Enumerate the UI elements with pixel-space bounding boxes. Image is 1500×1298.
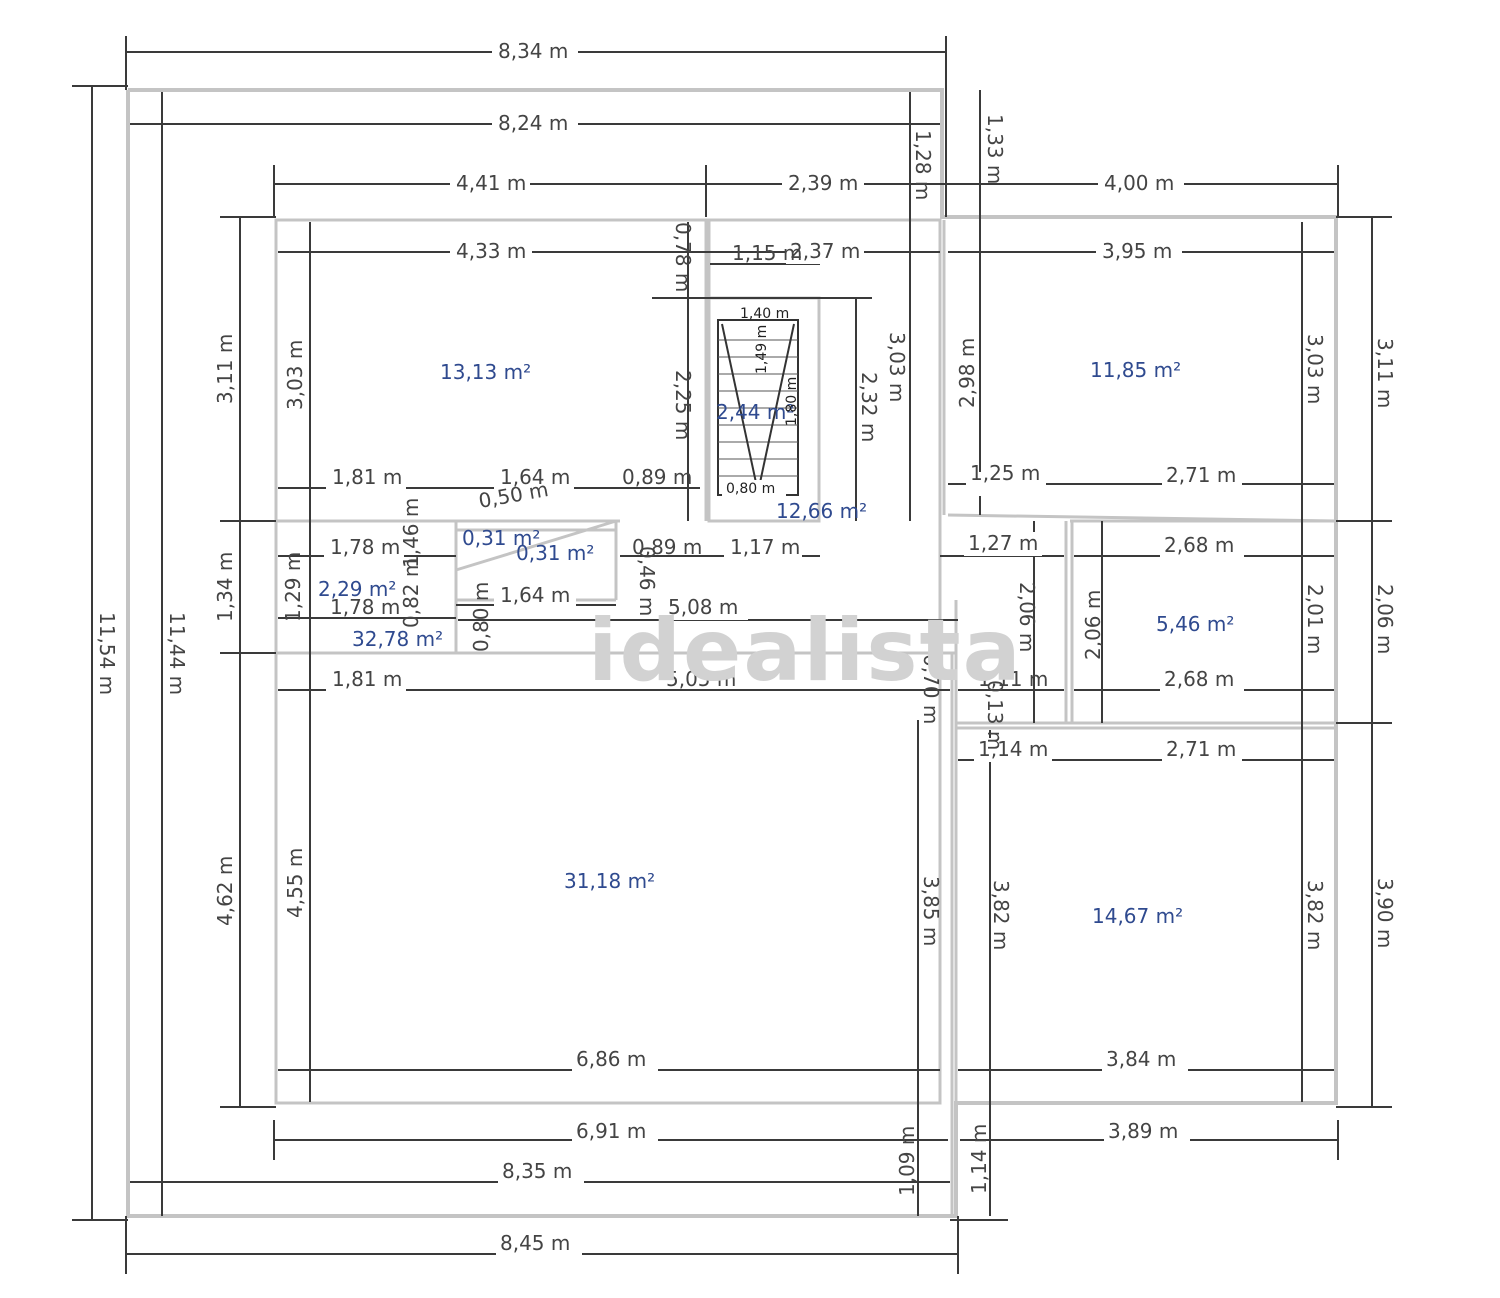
dim-label: 1,46 m — [399, 498, 423, 568]
area-room-mid-right: 5,46 m² — [1156, 612, 1234, 636]
dim-label: 0,80 m — [469, 582, 493, 652]
dim-label: 4,00 m — [1104, 171, 1174, 195]
dim-label: 11,54 m — [95, 612, 119, 695]
dim-label: 8,34 m — [498, 39, 568, 63]
area-small-b: 0,31 m² — [516, 541, 594, 565]
area-small-a: 0,31 m² — [462, 526, 540, 550]
dim-label: 3,85 m — [919, 876, 943, 946]
dim-label: 4,33 m — [456, 239, 526, 263]
dim-label: 3,84 m — [1106, 1047, 1176, 1071]
dim-label: 3,82 m — [1303, 880, 1327, 950]
dim-label: 1,78 m — [330, 535, 400, 559]
dim-label: 1,28 m — [911, 130, 935, 200]
dim-label: 0,82 m — [399, 558, 423, 628]
dim-label: 0,46 m — [635, 546, 659, 616]
area-room-top-right: 11,85 m² — [1090, 358, 1181, 382]
dim-label: 1,11 m — [978, 667, 1048, 691]
dim-label: 1,81 m — [332, 465, 402, 489]
walls — [126, 88, 1338, 1218]
dim-label: 8,35 m — [502, 1159, 572, 1183]
dim-label: 0,89 m — [622, 465, 692, 489]
dim-label: 2,98 m — [955, 338, 979, 408]
dim-label: 1,49 m — [754, 325, 770, 374]
dim-label: 2,06 m — [1373, 584, 1397, 654]
area-room-bottom-right: 14,67 m² — [1092, 904, 1183, 928]
dim-label: 4,41 m — [456, 171, 526, 195]
dim-label: 5,08 m — [668, 595, 738, 619]
dim-label: 2,06 m — [1015, 582, 1039, 652]
area-corridor: 32,78 m² — [352, 627, 443, 651]
dim-label: 6,86 m — [576, 1047, 646, 1071]
dim-label: 3,90 m — [1373, 878, 1397, 948]
dim-label: 8,45 m — [500, 1231, 570, 1255]
staircase — [717, 319, 799, 496]
dim-label: 1,14 m — [967, 1124, 991, 1194]
dim-label: 3,89 m — [1108, 1119, 1178, 1143]
dim-label: 0,50 m — [477, 477, 550, 513]
dim-label: 1,25 m — [970, 461, 1040, 485]
dim-label: 1,34 m — [213, 552, 237, 622]
dim-label: 2,71 m — [1166, 737, 1236, 761]
area-room-top-left: 13,13 m² — [440, 360, 531, 384]
watermark-logo: idealista — [588, 601, 1023, 701]
dim-label: 1,33 m — [983, 114, 1007, 184]
dim-label: 1,64 m — [500, 465, 570, 489]
dim-label: 4,62 m — [213, 856, 237, 926]
dim-label: 0,13 m — [983, 680, 1007, 750]
dim-label: 1,40 m — [740, 306, 789, 322]
dim-label: 1,15 m — [732, 241, 802, 265]
area-hall-top: 12,66 m² — [776, 499, 867, 523]
dim-label: 1,09 m — [895, 1126, 919, 1196]
dim-label: 8,24 m — [498, 111, 568, 135]
dim-label: 1,78 m — [330, 595, 400, 619]
dim-label: 0,89 m — [632, 535, 702, 559]
dim-label: 3,11 m — [213, 334, 237, 404]
area-living: 31,18 m² — [564, 869, 655, 893]
dim-label: 1,27 m — [968, 531, 1038, 555]
dim-label: 5,05 m — [666, 667, 736, 691]
dim-label: 2,68 m — [1164, 667, 1234, 691]
dim-label: 1,29 m — [281, 552, 305, 622]
dim-label: 2,01 m — [1303, 584, 1327, 654]
dim-label: 0,80 m — [726, 481, 775, 497]
dim-label: 1,14 m — [978, 737, 1048, 761]
dim-label: 4,55 m — [283, 848, 307, 918]
dim-label: 3,11 m — [1373, 338, 1397, 408]
dim-label: 2,32 m — [857, 372, 881, 442]
dim-label: 1,80 m — [784, 377, 800, 426]
dim-label: 1,64 m — [500, 583, 570, 607]
dim-label: 2,06 m — [1081, 590, 1105, 660]
dim-label: 1,81 m — [332, 667, 402, 691]
dim-label: 3,03 m — [885, 332, 909, 402]
dim-label: 2,37 m — [790, 239, 860, 263]
dim-label: 2,39 m — [788, 171, 858, 195]
area-stair: 2,44 m² — [716, 400, 794, 424]
dim-label: 0,70 m — [919, 654, 943, 724]
dim-label: 3,95 m — [1102, 239, 1172, 263]
dim-label: 2,68 m — [1164, 533, 1234, 557]
dim-label: 1,17 m — [730, 535, 800, 559]
dim-label: 2,71 m — [1166, 463, 1236, 487]
area-labels: 13,13 m² 2,44 m² 12,66 m² 11,85 m² 0,31 … — [318, 358, 1234, 928]
dim-label: 3,82 m — [989, 880, 1013, 950]
dim-label: 0,78 m — [671, 222, 695, 292]
dimension-labels-h: 8,34 m 8,24 m 4,41 m 2,39 m 4,00 m 4,33 … — [324, 39, 1244, 1256]
dim-label: 2,25 m — [671, 370, 695, 440]
dim-label: 3,03 m — [1303, 334, 1327, 404]
dim-label: 6,91 m — [576, 1119, 646, 1143]
dimension-labels-v: 11,54 m 11,44 m 3,11 m 3,03 m 1,34 m 1,2… — [95, 114, 1397, 1196]
area-bath-left: 2,29 m² — [318, 577, 396, 601]
dim-label: 3,03 m — [283, 340, 307, 410]
dim-label: 11,44 m — [165, 612, 189, 695]
